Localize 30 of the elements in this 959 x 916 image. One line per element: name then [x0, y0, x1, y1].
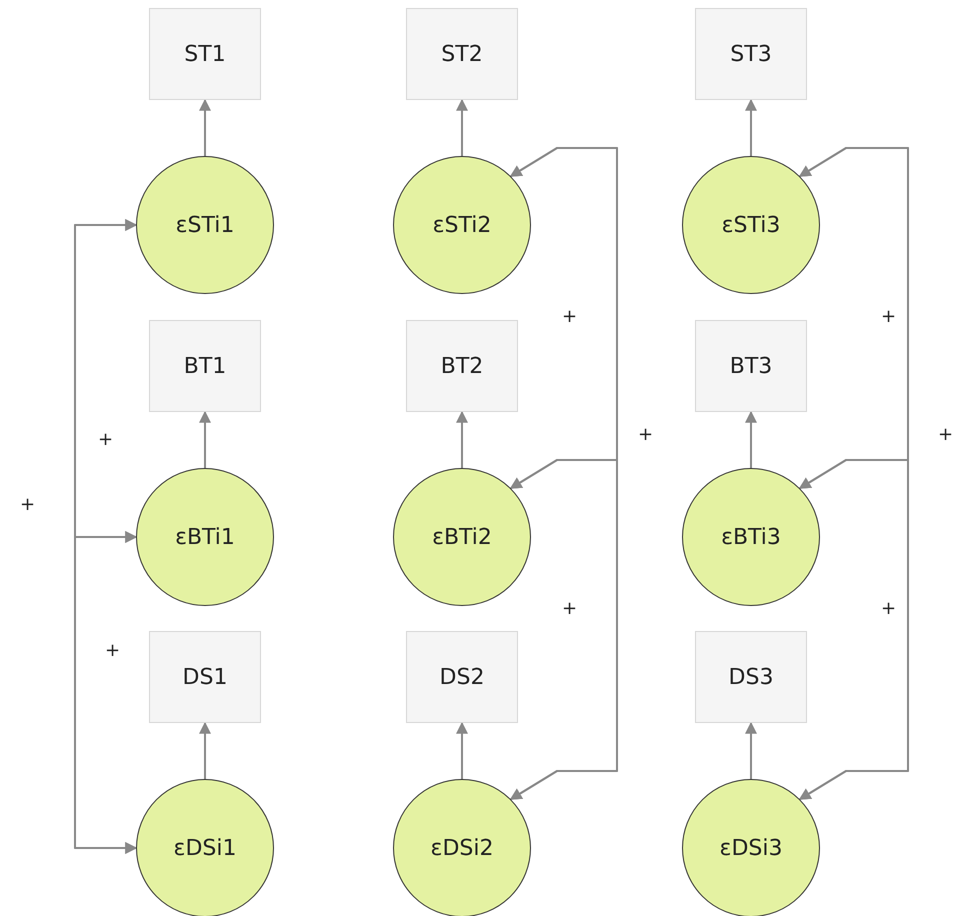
error-term-circle: εDSi1	[136, 779, 274, 916]
arrow	[456, 98, 468, 156]
arrow	[745, 722, 757, 779]
arrow	[199, 98, 211, 156]
arrow	[456, 722, 468, 779]
variable-box: DS1	[149, 631, 261, 723]
error-term-circle: εDSi3	[682, 779, 820, 916]
variable-box: DS3	[695, 631, 807, 723]
error-term-circle: εBTi2	[393, 468, 531, 606]
arrow	[74, 219, 138, 854]
variable-box: BT1	[149, 320, 261, 412]
arrow	[199, 722, 211, 779]
variable-box: ST1	[149, 8, 261, 100]
arrow	[745, 410, 757, 468]
arrow	[199, 410, 211, 468]
error-term-circle: εSTi2	[393, 156, 531, 294]
variable-box: ST3	[695, 8, 807, 100]
variable-box: BT3	[695, 320, 807, 412]
error-term-circle: εDSi2	[393, 779, 531, 916]
arrow	[798, 147, 909, 800]
variable-box: ST2	[406, 8, 518, 100]
error-term-circle: εBTi3	[682, 468, 820, 606]
arrow	[745, 98, 757, 156]
error-term-circle: εBTi1	[136, 468, 274, 606]
variable-box: DS2	[406, 631, 518, 723]
error-term-circle: εSTi1	[136, 156, 274, 294]
arrow	[510, 147, 618, 800]
variable-box: BT2	[406, 320, 518, 412]
arrow	[456, 410, 468, 468]
error-term-circle: εSTi3	[682, 156, 820, 294]
